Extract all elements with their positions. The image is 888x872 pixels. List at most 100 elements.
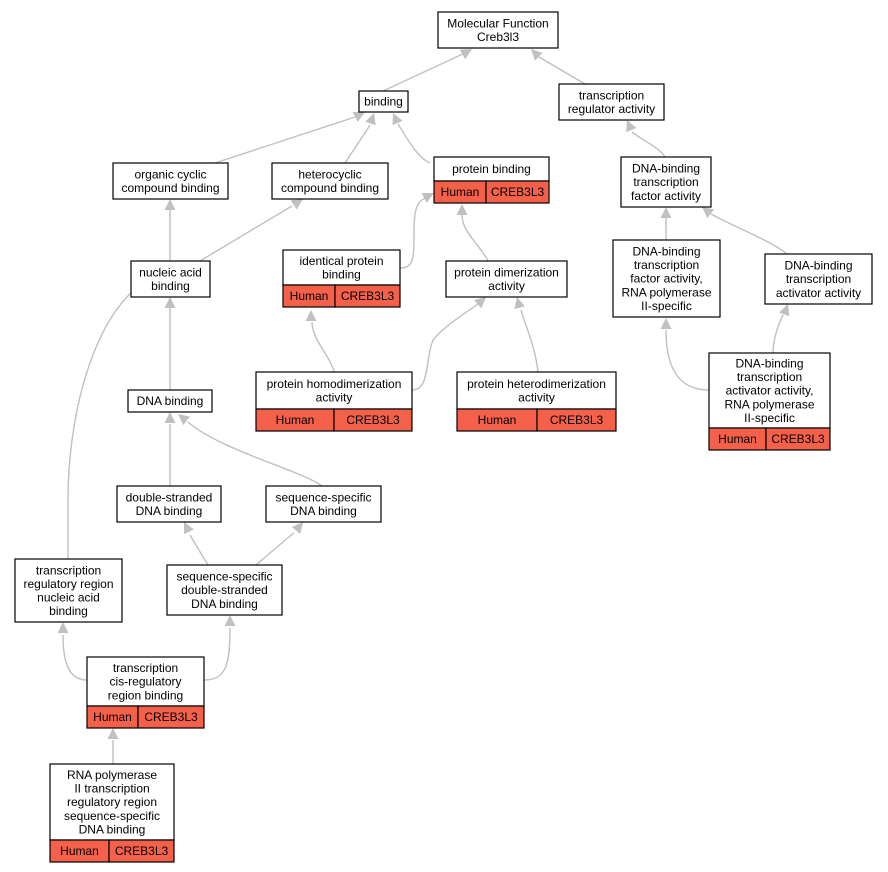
node-label-line: sequence-specific <box>64 809 160 823</box>
node-box <box>620 156 712 208</box>
edge-line <box>67 289 135 559</box>
arrowhead <box>184 522 194 535</box>
edge-line <box>189 534 209 566</box>
edge-line <box>311 321 335 373</box>
node-label-line: transcription <box>113 661 178 675</box>
gene-cell <box>536 408 617 432</box>
node-label-line: nucleic acid <box>37 591 100 605</box>
node-label-line: DNA-binding <box>784 259 852 273</box>
node-label-line: binding <box>151 279 190 293</box>
species-label: Human <box>93 710 132 724</box>
edge-rnap2-to-tcrrb <box>107 728 119 764</box>
node-label-line: double-stranded <box>126 490 213 504</box>
edge-protein-binding-to-binding <box>392 113 431 164</box>
node-label-line: nucleic acid <box>139 265 202 279</box>
node-label-line: compound binding <box>281 181 379 195</box>
species-label: Human <box>60 844 99 858</box>
node-label-line: activity <box>316 391 353 405</box>
edge-phda-to-pda <box>411 297 486 391</box>
arrowhead <box>224 615 236 626</box>
edge-ipb-to-protein-binding <box>399 193 434 269</box>
node-label-line: DNA-binding <box>632 245 700 259</box>
edge-line <box>397 123 431 164</box>
gene-cell <box>137 705 205 729</box>
node-box <box>282 249 401 286</box>
node-label-line: cis-regulatory <box>109 675 181 689</box>
node-label-line: factor activity <box>631 189 701 203</box>
species-label: Human <box>276 413 315 427</box>
node-label-line: activator activity, <box>726 384 814 398</box>
node-box <box>255 371 413 410</box>
node-label-line: transcription <box>786 272 851 286</box>
arrowhead <box>459 49 472 60</box>
node-box <box>86 656 205 707</box>
node-box <box>445 260 568 298</box>
edge-line <box>665 329 710 391</box>
gene-cell <box>485 180 550 204</box>
node-box <box>112 162 229 200</box>
arrowhead <box>305 310 317 321</box>
node-box <box>127 389 213 413</box>
node-label-line: DNA binding <box>79 822 146 836</box>
node-label-line: activity <box>488 279 525 293</box>
edge-line <box>344 124 371 164</box>
node-label-line: II transcription <box>74 782 149 796</box>
node-box <box>764 253 873 305</box>
edge-pda-to-protein-binding <box>456 204 489 262</box>
arrowhead <box>474 297 486 309</box>
arrowhead <box>365 113 376 126</box>
node-label-line: II-specific <box>744 411 795 425</box>
edge-phtda-to-pda <box>514 297 539 373</box>
species-label: Human <box>718 432 757 446</box>
arrowhead <box>660 207 672 218</box>
node-label-line: protein homodimerization <box>267 377 402 391</box>
arrowhead <box>779 304 790 317</box>
node-box <box>433 156 550 182</box>
node-box <box>166 564 283 616</box>
edge-phda-to-ipb <box>305 310 335 373</box>
node-label-line: Creb3l3 <box>477 30 519 44</box>
node-label-line: compound binding <box>121 181 219 195</box>
edge-line <box>399 197 427 269</box>
edge-hccb-to-binding <box>344 113 376 164</box>
arrowhead <box>57 622 69 633</box>
node-label-line: Molecular Function <box>447 16 548 30</box>
node-label-line: DNA-binding <box>632 162 700 176</box>
arrowhead <box>626 120 637 133</box>
edge-binding-to-molecular-function <box>382 49 472 92</box>
node-dna-binding[interactable]: DNA binding <box>127 389 213 413</box>
node-label-line: regulator activity <box>568 102 655 116</box>
node-box <box>49 763 175 841</box>
node-box <box>358 90 409 113</box>
node-binding[interactable]: binding <box>358 90 409 113</box>
node-label-line: DNA-binding <box>735 357 803 371</box>
edge-tcrrb-to-trrnab <box>57 622 88 681</box>
node-box <box>456 371 617 410</box>
species-label: Human <box>290 289 329 303</box>
node-label-line: transcription <box>579 88 644 102</box>
edge-line <box>411 303 479 391</box>
